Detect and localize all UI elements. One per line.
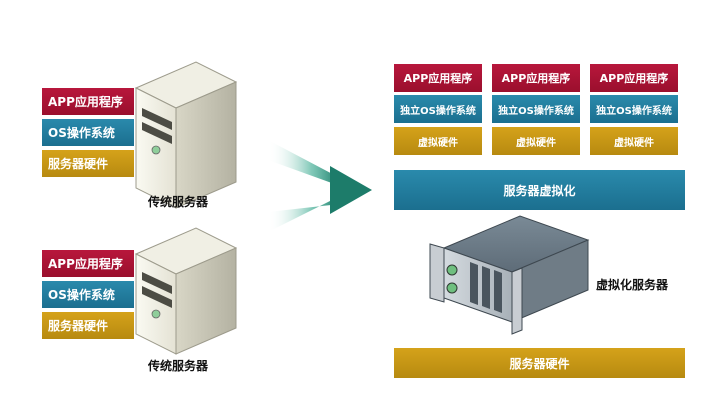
vm-hardware-block: 虚拟硬件 [394, 127, 482, 155]
layer-os-label: OS操作系统 [42, 119, 134, 146]
layer-hardware-label: 服务器硬件 [42, 150, 134, 177]
tower-server-icon [134, 61, 238, 209]
vm-app-block: APP应用程序 [394, 64, 482, 92]
virtualized-server-caption: 虚拟化服务器 [596, 278, 669, 292]
server-hardware-bar: 服务器硬件 [394, 348, 685, 378]
merge-arrow-icon [268, 140, 372, 232]
vm-app-block: APP应用程序 [590, 64, 678, 92]
vm-app-block: APP应用程序 [492, 64, 580, 92]
layer-os-label: OS操作系统 [42, 281, 134, 308]
vm-hardware-block: 虚拟硬件 [590, 127, 678, 155]
vm-os-block: 独立OS操作系统 [394, 95, 482, 123]
rack-server-icon [429, 215, 590, 335]
vm-os-block: 独立OS操作系统 [590, 95, 678, 123]
layer-hardware-label: 服务器硬件 [42, 312, 134, 339]
traditional-server-caption: 传统服务器 [148, 195, 209, 209]
traditional-server-caption: 传统服务器 [148, 359, 209, 373]
tower-server-icon [134, 227, 238, 355]
layer-app-label: APP应用程序 [42, 250, 134, 277]
vm-hardware-block: 虚拟硬件 [492, 127, 580, 155]
layer-app-label: APP应用程序 [42, 88, 134, 115]
vm-os-block: 独立OS操作系统 [492, 95, 580, 123]
server-virtualization-bar: 服务器虚拟化 [394, 170, 685, 210]
